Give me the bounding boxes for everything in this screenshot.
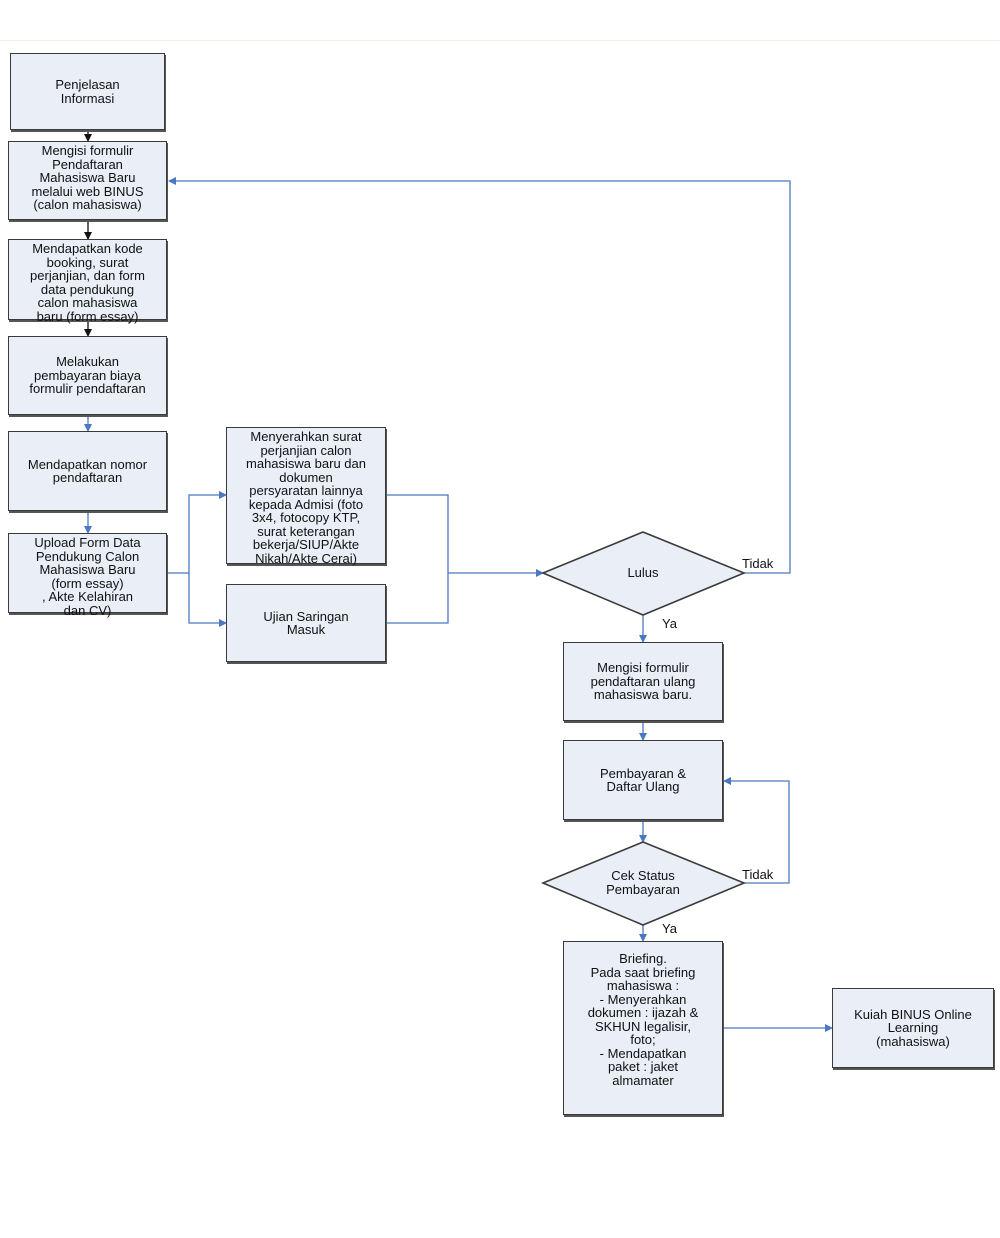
arrow-menyerahkan-to-lulus <box>386 494 449 573</box>
decision-cek-status-shape <box>540 841 747 926</box>
edge-label-lulus-tidak: Tidak <box>742 556 774 571</box>
decision-cek-status-label: Cek Status Pembayaran <box>606 868 680 897</box>
nomor-pendaftaran-label: Mendapatkan nomor pendaftaran <box>27 456 148 485</box>
edge-label-cek-tidak: Tidak <box>742 867 774 882</box>
box-kuliah-binus: Kuiah BINUS Online Learning (mahasiswa) <box>832 988 994 1068</box>
briefing-label: Briefing. Pada saat briefing mahasiswa :… <box>587 951 699 1088</box>
decision-lulus-shape <box>540 531 747 616</box>
box-daftar-ulang-form: Mengisi formulir pendaftaran ulang mahas… <box>563 642 723 721</box>
pembayaran-formulir-label: Melakukan pembayaran biaya formulir pend… <box>29 354 146 397</box>
edge-label-lulus-ya: Ya <box>662 616 677 631</box>
ujian-saringan-label: Ujian Saringan Masuk <box>263 608 349 637</box>
menyerahkan-surat-label: Menyerahkan surat perjanjian calon mahas… <box>246 429 366 566</box>
daftar-ulang-form-label: Mengisi formulir pendaftaran ulang mahas… <box>590 660 696 703</box>
top-rule <box>0 40 1000 41</box>
kuliah-binus-label: Kuiah BINUS Online Learning (mahasiswa) <box>854 1006 972 1049</box>
arrow-ujian-to-lulus <box>386 573 449 624</box>
arrow-upload-to-menyerahkan <box>167 491 227 574</box>
arrow-upload-to-ujian <box>188 573 227 627</box>
arrow-cek-tidak <box>723 777 790 884</box>
box-mengisi-formulir: Mengisi formulir Pendaftaran Mahasiswa B… <box>8 141 167 220</box>
penjelasan-label: Penjelasan Informasi <box>55 77 120 106</box>
pembayaran-daftar-ulang-label: Pembayaran & Daftar Ulang <box>600 765 686 794</box>
box-pembayaran-daftar-ulang: Pembayaran & Daftar Ulang <box>563 740 723 820</box>
kode-booking-label: Mendapatkan kode booking, surat perjanji… <box>30 241 145 324</box>
box-nomor-pendaftaran: Mendapatkan nomor pendaftaran <box>8 431 167 511</box>
box-kode-booking: Mendapatkan kode booking, surat perjanji… <box>8 239 167 324</box>
edge-label-cek-ya: Ya <box>662 921 677 936</box>
box-penjelasan-informasi: Penjelasan Informasi <box>10 53 165 130</box>
box-upload-form: Upload Form Data Pendukung Calon Mahasis… <box>8 533 167 617</box>
upload-form-label: Upload Form Data Pendukung Calon Mahasis… <box>34 535 141 618</box>
box-pembayaran-formulir: Melakukan pembayaran biaya formulir pend… <box>8 336 167 415</box>
mengisi-formulir-label: Mengisi formulir Pendaftaran Mahasiswa B… <box>31 143 144 212</box>
box-menyerahkan-surat: Menyerahkan surat perjanjian calon mahas… <box>226 427 386 566</box>
arrow-lulus-tidak <box>168 177 791 574</box>
box-briefing: Briefing. Pada saat briefing mahasiswa :… <box>563 941 723 1115</box>
decision-lulus-label: Lulus <box>627 565 659 580</box>
box-ujian-saringan: Ujian Saringan Masuk <box>226 584 386 662</box>
